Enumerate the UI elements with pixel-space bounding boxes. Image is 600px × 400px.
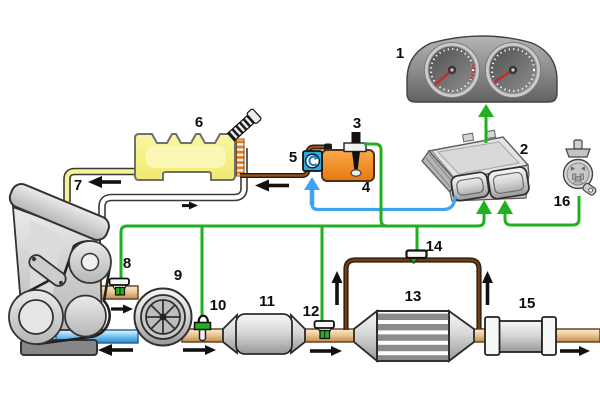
svg-text:14: 14 bbox=[426, 238, 443, 255]
svg-text:7: 7 bbox=[74, 177, 82, 194]
svg-text:15: 15 bbox=[519, 295, 536, 312]
svg-text:1: 1 bbox=[396, 45, 404, 62]
svg-text:16: 16 bbox=[554, 193, 571, 210]
svg-text:10: 10 bbox=[210, 297, 227, 314]
svg-text:4: 4 bbox=[362, 179, 371, 196]
svg-text:3: 3 bbox=[353, 115, 361, 132]
svg-text:2: 2 bbox=[520, 141, 528, 158]
svg-text:11: 11 bbox=[259, 293, 275, 310]
svg-text:8: 8 bbox=[123, 255, 131, 272]
svg-text:12: 12 bbox=[303, 303, 320, 320]
svg-text:13: 13 bbox=[405, 288, 422, 305]
svg-text:5: 5 bbox=[289, 149, 297, 166]
svg-text:9: 9 bbox=[174, 267, 182, 284]
svg-text:6: 6 bbox=[195, 114, 203, 131]
